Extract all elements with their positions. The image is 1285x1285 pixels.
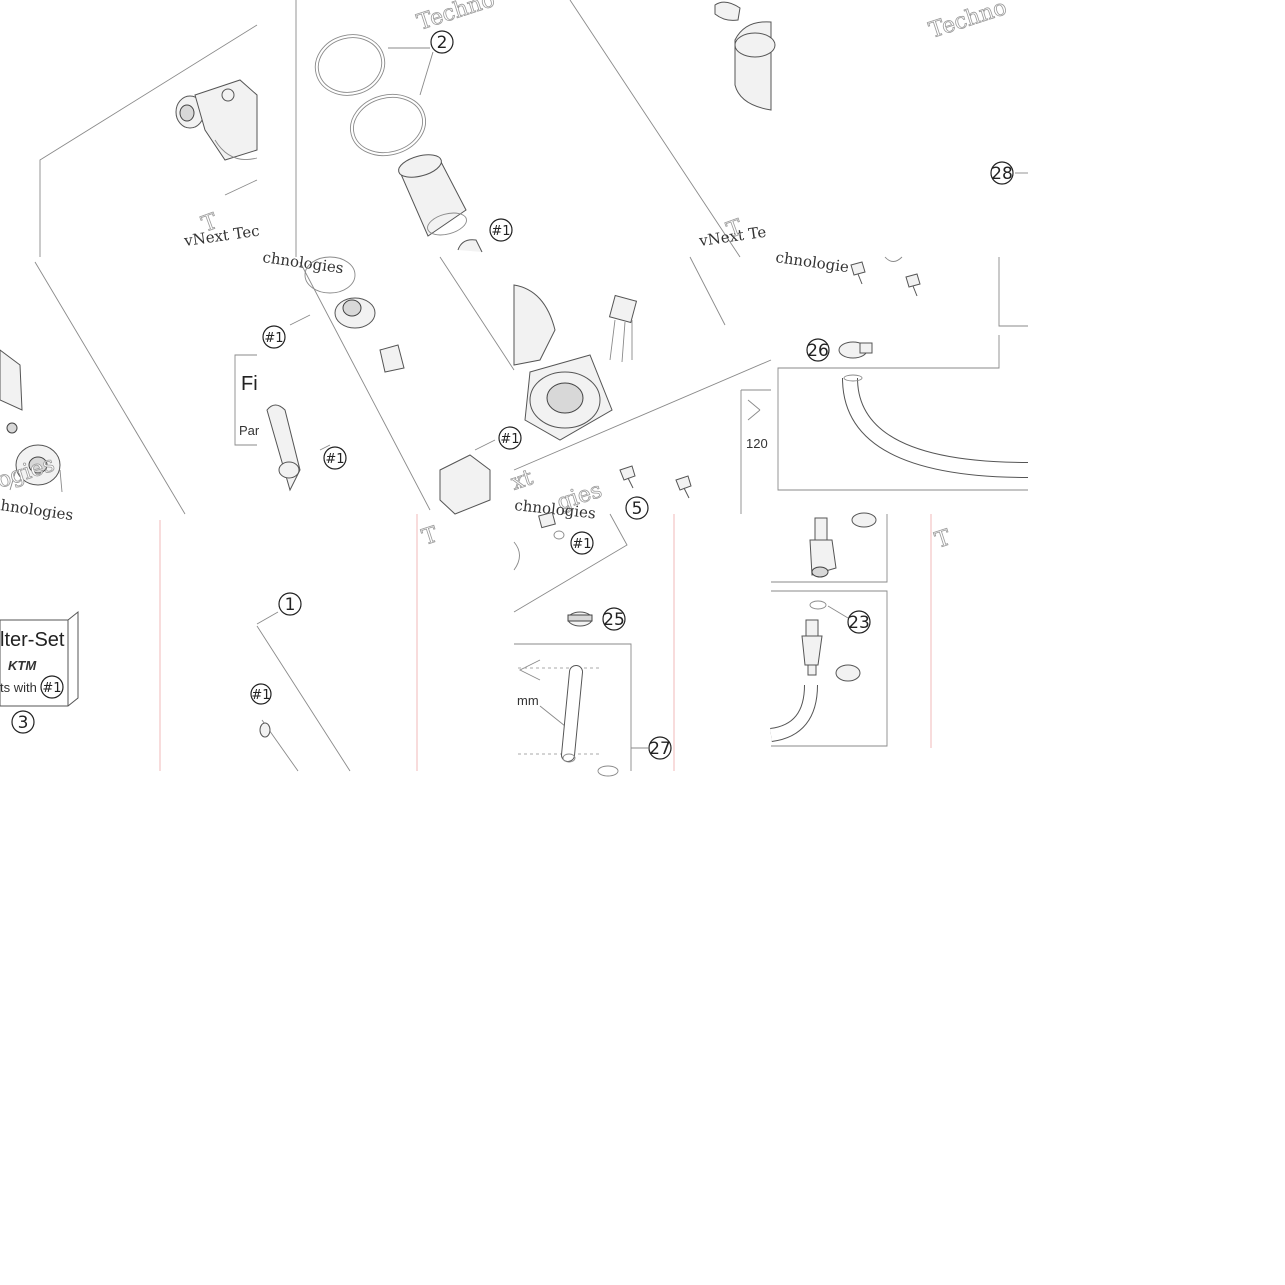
callout-badge: 3 — [11, 710, 35, 734]
box-subtitle: Par — [239, 423, 260, 438]
tile-top-center-left: Techno 2 #1 — [295, 0, 515, 371]
callout-number: 2 — [437, 33, 448, 53]
hose-clamp-part — [838, 341, 873, 359]
callout-number: #1 — [264, 331, 283, 346]
callout-badge: #1 — [250, 683, 272, 705]
callout-number: 28 — [991, 164, 1013, 184]
callout-number: 26 — [807, 341, 829, 361]
tile-bottom-right: T 23 — [769, 512, 955, 748]
screw-part — [675, 475, 692, 499]
brand-logo: KTM — [8, 658, 37, 673]
screw-part — [619, 465, 636, 489]
fuel-hose-part — [842, 374, 1029, 478]
callout-badge: 27 — [648, 736, 672, 760]
tile-top-center-right: vNext Te T — [569, 0, 776, 258]
hose-clamp-part — [567, 611, 593, 627]
watermark-text: T — [932, 525, 954, 553]
quick-coupler-part — [809, 517, 837, 578]
tile-top-right: Techno 28 — [926, 0, 1028, 185]
callout-badge: 2 — [430, 30, 454, 54]
tile-mid-center-right: xt gies chnologies 5 — [508, 256, 772, 523]
callout-badge: 25 — [602, 607, 626, 631]
pump-housing-part — [175, 79, 258, 161]
filter-set-box: lter-Set KTM ts with #1 — [0, 610, 79, 707]
level-sensor-part — [439, 439, 496, 515]
hose-clamp-part — [835, 664, 861, 682]
fuel-hose-part — [769, 684, 818, 742]
callout-number: 1 — [285, 595, 296, 615]
callout-number: 25 — [603, 610, 625, 630]
callout-badge: 5 — [625, 496, 649, 520]
hose-fitting-part — [801, 619, 823, 676]
callout-badge: 28 — [990, 161, 1014, 185]
callout-number: #1 — [42, 681, 61, 696]
callout-number: #1 — [325, 452, 344, 467]
tile-bottom-center-left: T 1 #1 — [250, 514, 442, 772]
callout-number: #1 — [491, 224, 510, 239]
watermark-text: Techno — [414, 0, 498, 36]
callout-badge: #1 — [570, 531, 594, 555]
tile-mid-left: ogies hnologies — [0, 261, 186, 524]
callout-number: 27 — [649, 739, 671, 759]
tile-bottom-left: lter-Set KTM ts with #1 3 — [0, 520, 161, 771]
bolt-part — [905, 273, 921, 297]
callout-badge: #1 — [498, 426, 522, 450]
callout-badge: 23 — [847, 610, 871, 634]
parts-box: Fi Par — [234, 354, 260, 446]
pump-flange-part — [524, 354, 613, 441]
filter-set-label: lter-Set — [0, 629, 65, 651]
tile-top-left: vNext Tec T — [39, 24, 261, 257]
tile-mid-right: chnologie 120 26 — [740, 248, 1029, 514]
watermark-text: xt — [508, 465, 536, 495]
watermark-text: Techno — [926, 0, 1010, 44]
o-ring-part — [350, 93, 426, 157]
box-title: Fi — [241, 373, 258, 395]
dimension-label: 120 — [746, 436, 768, 451]
filter-sleeve-part — [398, 154, 467, 237]
callout-number: #1 — [500, 432, 519, 447]
callout-badge: #1 — [262, 325, 286, 349]
callout-number: 5 — [632, 499, 643, 519]
pump-cup-part — [714, 1, 776, 111]
callout-number: #1 — [251, 688, 270, 703]
watermark-text: ogies — [0, 452, 58, 494]
bolt-part — [850, 261, 866, 285]
watermark-text: hnologies — [0, 496, 74, 524]
tile-mid-center-left: chnologies Fi Par #1 #1 — [234, 248, 522, 515]
watermark-text: vNext Tec — [182, 222, 261, 251]
tile-bottom-center-right: #1 25 mm 27 — [513, 511, 675, 777]
callout-badge: #1 — [323, 446, 347, 470]
o-ring-part — [314, 34, 386, 96]
watermark-text: T — [419, 522, 441, 550]
callout-number: 23 — [848, 613, 870, 633]
callout-badge: #1 — [40, 675, 64, 699]
filter-cartridge-part — [0, 349, 63, 493]
electrical-connector-part — [608, 294, 638, 363]
callout-number: #1 — [572, 537, 591, 552]
dimension-unit: mm — [517, 693, 539, 708]
callout-number: 3 — [18, 713, 29, 733]
hose-clamp-part — [851, 512, 877, 528]
callout-badge: 1 — [278, 592, 302, 616]
watermark-text: chnologie — [774, 248, 850, 276]
breather-hose-part — [561, 665, 583, 763]
callout-badge: 26 — [806, 338, 830, 362]
callout-badge: #1 — [489, 218, 513, 242]
parts-with-label: ts with — [0, 680, 37, 695]
pressure-regulator-part — [334, 297, 405, 373]
watermark-text: chnologies — [261, 248, 344, 277]
